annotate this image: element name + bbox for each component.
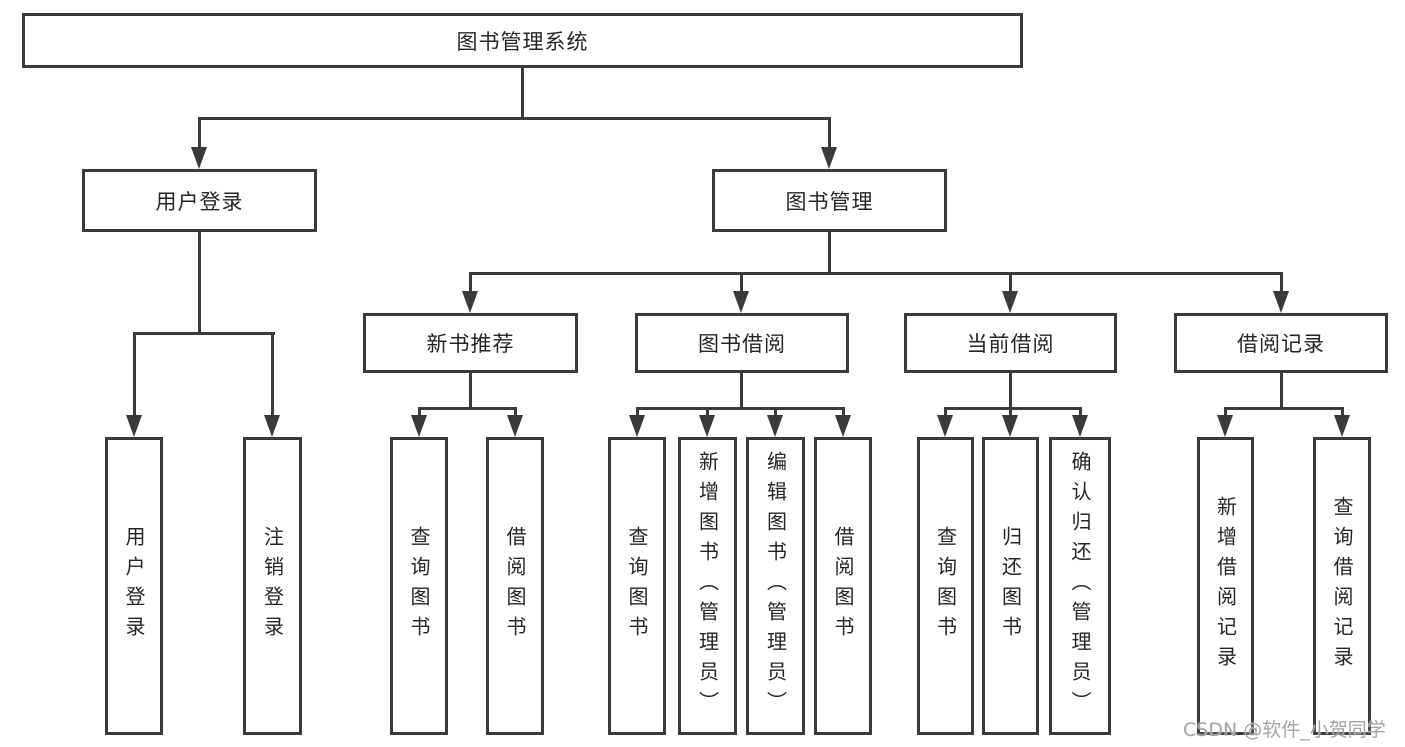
arrowhead-rc-query xyxy=(1334,415,1350,437)
connector-to-cb-query xyxy=(944,407,947,417)
leaf-current-query-books-label: 查询图书 xyxy=(933,526,958,646)
arrowhead-bb-edit xyxy=(767,415,783,437)
connector-to-bb-edit xyxy=(774,407,777,417)
leaf-current-return-books-label: 归还图书 xyxy=(998,526,1023,646)
leaf-borrow-add-books-admin: 新增图书（管理员） xyxy=(678,437,737,735)
connector-to-current-borrow xyxy=(1009,272,1012,291)
connector-to-bb-borrow xyxy=(842,407,845,417)
node-root: 图书管理系统 xyxy=(22,13,1023,68)
leaf-records-query-record: 查询借阅记录 xyxy=(1313,437,1371,735)
connector-to-leaf-logout xyxy=(271,332,274,415)
leaf-logout-label: 注销登录 xyxy=(260,526,285,646)
leaf-borrow-add-books-admin-label: 新增图书（管理员） xyxy=(695,451,720,721)
connector-to-bb-add xyxy=(706,407,709,417)
csdn-watermark: CSDN @软件_小贺同学 xyxy=(1183,719,1386,741)
node-new-book-recommend: 新书推荐 xyxy=(363,313,578,373)
arrowhead-cb-query xyxy=(937,415,953,437)
connector-to-newrec-borrow xyxy=(514,407,517,417)
connector-to-cb-confirm xyxy=(1079,407,1082,417)
connector-bookborrow-stem xyxy=(740,373,743,410)
connector-newrec-stem xyxy=(469,373,472,410)
node-current-borrow: 当前借阅 xyxy=(904,313,1117,373)
connector-to-rc-query xyxy=(1341,407,1344,417)
connector-userlogin-stem xyxy=(198,232,201,335)
connector-bookborrow-crossbar xyxy=(636,407,845,410)
node-book-management: 图书管理 xyxy=(712,169,947,232)
arrowhead-bb-query xyxy=(629,415,645,437)
leaf-newrec-borrow-books-label: 借阅图书 xyxy=(503,526,527,646)
arrowhead-leaf-logout xyxy=(264,415,280,437)
leaf-user-login-label: 用户登录 xyxy=(122,526,146,646)
connector-to-leaf-user-login xyxy=(133,332,136,415)
leaf-records-add-record-label: 新增借阅记录 xyxy=(1213,496,1238,676)
connector-to-user-login xyxy=(198,117,201,149)
leaf-newrec-borrow-books: 借阅图书 xyxy=(486,437,544,735)
leaf-logout: 注销登录 xyxy=(243,437,302,735)
node-borrow-records: 借阅记录 xyxy=(1174,313,1388,373)
leaf-user-login: 用户登录 xyxy=(105,437,163,735)
arrowhead-leaf-user-login xyxy=(126,415,142,437)
arrowhead-rc-add xyxy=(1217,415,1233,437)
arrowhead-new-rec xyxy=(462,291,478,313)
leaf-newrec-query-books: 查询图书 xyxy=(390,437,448,735)
leaf-borrow-query-books-label: 查询图书 xyxy=(625,526,649,646)
connector-current-crossbar xyxy=(944,407,1082,410)
arrowhead-current-borrow xyxy=(1002,291,1018,313)
leaf-records-query-record-label: 查询借阅记录 xyxy=(1330,496,1354,676)
arrowhead-newrec-query xyxy=(411,415,427,437)
arrowhead-cb-confirm xyxy=(1072,415,1088,437)
connector-to-book-management xyxy=(828,117,831,149)
leaf-records-add-record: 新增借阅记录 xyxy=(1197,437,1254,735)
connector-to-borrow-records xyxy=(1280,272,1283,291)
arrowhead-bb-borrow xyxy=(835,415,851,437)
leaf-current-query-books: 查询图书 xyxy=(917,437,974,735)
leaf-current-confirm-return-admin-label: 确认归还（管理员） xyxy=(1068,451,1092,721)
arrowhead-cb-return xyxy=(1002,415,1018,437)
arrowhead-borrow-records xyxy=(1273,291,1289,313)
leaf-borrow-borrow-books-label: 借阅图书 xyxy=(831,526,855,646)
leaf-current-confirm-return-admin: 确认归还（管理员） xyxy=(1049,437,1111,735)
arrowhead-newrec-borrow xyxy=(507,415,523,437)
arrowhead-bb-add xyxy=(699,415,715,437)
connector-to-book-borrow xyxy=(740,272,743,291)
connector-current-stem xyxy=(1009,373,1012,410)
leaf-current-return-books: 归还图书 xyxy=(982,437,1039,735)
connector-to-newrec-query xyxy=(418,407,421,417)
node-user-login: 用户登录 xyxy=(82,169,317,232)
connector-bookmgmt-crossbar xyxy=(469,272,1282,275)
connector-bookmgmt-stem xyxy=(828,232,831,275)
arrowhead-book-borrow xyxy=(733,291,749,313)
connector-newrec-crossbar xyxy=(418,407,517,410)
arrowhead-book-management xyxy=(821,147,837,169)
connector-to-cb-return xyxy=(1009,407,1012,417)
arrowhead-user-login xyxy=(191,147,207,169)
leaf-borrow-edit-books-admin: 编辑图书（管理员） xyxy=(746,437,805,735)
connector-userlogin-crossbar xyxy=(133,332,275,335)
connector-to-new-rec xyxy=(469,272,472,291)
connector-to-bb-query xyxy=(636,407,639,417)
connector-records-stem xyxy=(1280,373,1283,410)
leaf-borrow-edit-books-admin-label: 编辑图书（管理员） xyxy=(763,451,788,721)
node-book-borrow: 图书借阅 xyxy=(635,313,849,373)
connector-root-stem xyxy=(521,68,524,120)
connector-records-crossbar xyxy=(1224,407,1343,410)
leaf-borrow-borrow-books: 借阅图书 xyxy=(814,437,872,735)
leaf-borrow-query-books: 查询图书 xyxy=(608,437,666,735)
connector-to-rc-add xyxy=(1224,407,1227,417)
connector-root-crossbar xyxy=(198,117,831,120)
leaf-newrec-query-books-label: 查询图书 xyxy=(407,526,431,646)
